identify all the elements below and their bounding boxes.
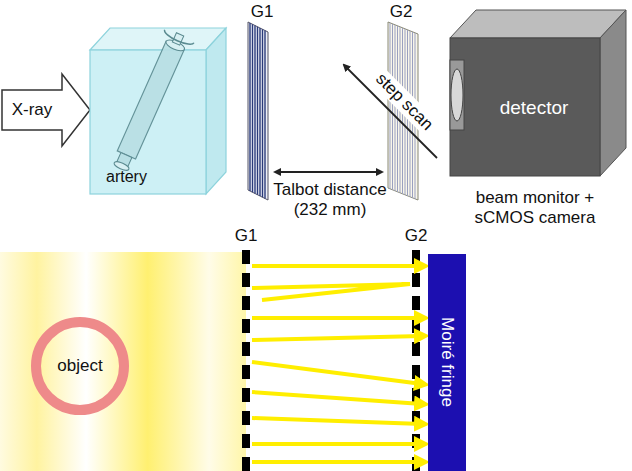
distance-label: Talbot distance (232 mm): [255, 180, 405, 219]
grating-g1: [248, 22, 268, 200]
detector-box: detector beam monitor + sCMOS camera: [448, 8, 628, 244]
node-label: object: [57, 356, 102, 376]
grating-g2-section: [412, 250, 420, 471]
grating-label: G2: [403, 226, 430, 246]
node-label: detector: [500, 97, 569, 119]
node-label: X-ray: [12, 100, 53, 120]
water-tank: artery: [88, 22, 228, 202]
node-label: beam monitor + sCMOS camera: [470, 188, 600, 227]
node-label: artery: [106, 168, 147, 186]
object-circle: object: [30, 316, 130, 416]
grating-label: G1: [251, 2, 274, 22]
moire-band: Moiré fringe: [428, 254, 466, 471]
x-ray-arrow: X-ray: [0, 72, 92, 148]
beam-ground: [0, 252, 246, 471]
grating-label: G1: [233, 226, 260, 246]
talbot-arrow: [275, 171, 382, 173]
x-ray-paths: [252, 266, 422, 462]
grating-label: G2: [390, 2, 413, 22]
node-label: Moiré fringe: [437, 317, 457, 407]
grating-g1-section: [242, 250, 250, 471]
